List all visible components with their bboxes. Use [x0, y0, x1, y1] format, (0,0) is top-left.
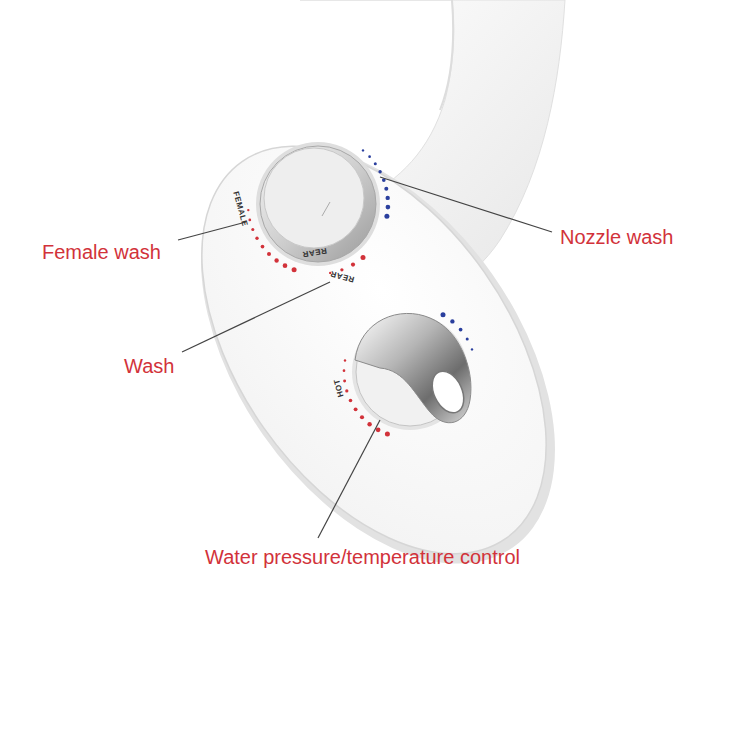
indicator-dot [349, 399, 353, 403]
indicator-dot [360, 415, 364, 419]
indicator-dot [345, 389, 348, 392]
indicator-dot [274, 258, 278, 262]
indicator-dot [255, 237, 258, 240]
indicator-dot [386, 205, 391, 210]
indicator-dot [450, 319, 454, 323]
indicator-dot [267, 252, 271, 256]
indicator-dot [367, 422, 371, 426]
callout-label: Wash [124, 354, 174, 378]
leader-line [182, 282, 330, 352]
indicator-dot [292, 267, 297, 272]
indicator-dot [354, 407, 358, 411]
indicator-dot [384, 187, 388, 191]
indicator-dot [459, 328, 463, 332]
indicator-dot [441, 312, 446, 317]
indicator-dot [378, 170, 381, 173]
indicator-dot [361, 255, 366, 260]
indicator-dot [385, 432, 390, 437]
indicator-dot [386, 196, 390, 200]
leader-line [318, 420, 380, 538]
indicator-dot [466, 337, 469, 340]
indicator-dot [247, 209, 249, 211]
leader-line [380, 177, 552, 232]
indicator-dot [368, 155, 371, 158]
indicator-dot [343, 369, 346, 372]
leader-line [178, 222, 246, 240]
indicator-dot [471, 348, 473, 350]
indicator-dot [343, 379, 346, 382]
callout-label: Female wash [42, 240, 161, 264]
indicator-dot [344, 359, 346, 361]
indicator-dot [362, 149, 364, 151]
indicator-dot [351, 263, 355, 267]
indicator-dot [248, 219, 251, 222]
indicator-dot [384, 214, 389, 219]
indicator-dot [376, 427, 381, 432]
callout-label: Water pressure/temperature control [205, 545, 520, 569]
indicator-dot [374, 162, 377, 165]
indicator-dot [283, 263, 288, 268]
callout-label: Nozzle wash [560, 225, 673, 249]
indicator-dot [261, 245, 265, 249]
indicator-dot [251, 228, 254, 231]
